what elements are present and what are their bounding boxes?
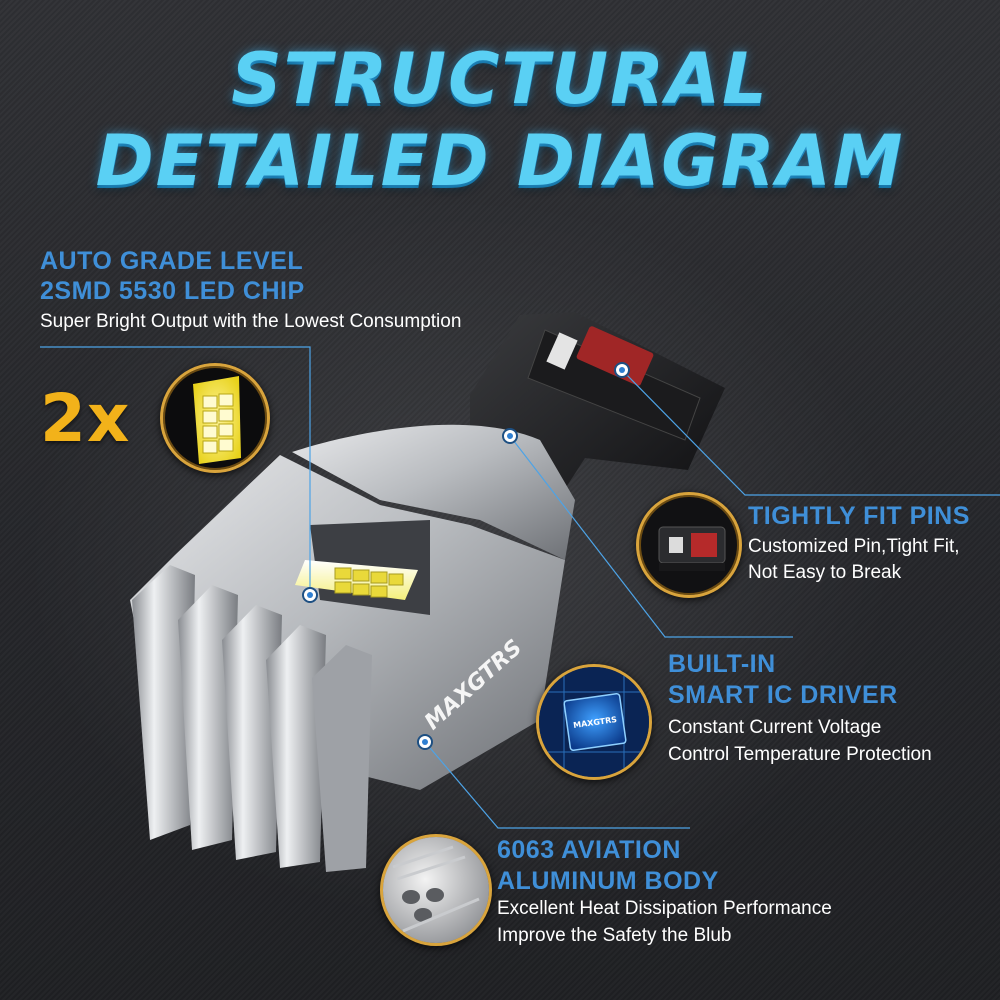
led-count-multiplier: 2x <box>40 380 131 457</box>
driver-heading-2: SMART IC DRIVER <box>668 681 898 709</box>
title-line-2: DETAILED DIAGRAM <box>95 120 905 202</box>
pins-description-1: Customized Pin,Tight Fit, <box>748 536 960 557</box>
ic-chip-icon: MAXGTRS <box>539 667 649 777</box>
body-heading-1: 6063 AVIATION <box>497 836 681 864</box>
body-heading-2: ALUMINUM BODY <box>497 867 719 895</box>
leader-line-driver <box>509 435 793 638</box>
pins-heading: TIGHTLY FIT PINS <box>748 502 970 530</box>
body-description-1: Excellent Heat Dissipation Performance <box>497 898 832 919</box>
pins-description-2: Not Easy to Break <box>748 562 902 583</box>
pins-closeup <box>636 492 742 598</box>
heatsink-fins <box>132 565 372 872</box>
title-line-1: STRUCTURAL <box>231 38 769 120</box>
driver-heading-1: BUILT-IN <box>668 650 776 678</box>
upper-collar <box>292 424 575 560</box>
leader-line-led <box>40 346 311 595</box>
marker-dots <box>302 362 630 750</box>
led-chip-closeup <box>160 363 270 473</box>
leader-line-pins <box>621 369 1000 496</box>
aluminium-fins-icon <box>383 837 489 943</box>
driver-description-1: Constant Current Voltage <box>668 717 882 738</box>
led-chip-description: Super Bright Output with the Lowest Cons… <box>40 311 462 332</box>
body-closeup <box>380 834 492 946</box>
led-chip-icon <box>193 376 241 464</box>
driver-description-2: Control Temperature Protection <box>668 744 932 765</box>
leader-line-body <box>424 741 690 829</box>
led-chip-heading-1: AUTO GRADE LEVEL <box>40 247 304 275</box>
body-description-2: Improve the Safety the Blub <box>497 925 732 946</box>
led-window <box>295 520 430 615</box>
pin-connector-icon <box>658 526 726 571</box>
leader-lines <box>40 346 1000 829</box>
driver-closeup: MAXGTRS <box>536 664 652 780</box>
led-chip-heading-2: 2SMD 5530 LED CHIP <box>40 277 305 305</box>
